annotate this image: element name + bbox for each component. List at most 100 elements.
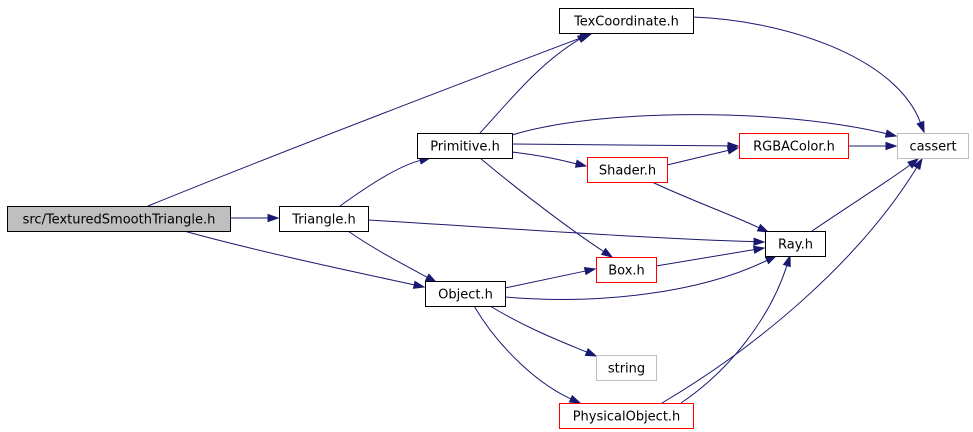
node-cassert: cassert: [897, 133, 969, 159]
edge-object-to-ray: [504, 255, 778, 300]
edge-line: [479, 38, 580, 134]
arrowhead-icon: [907, 158, 920, 169]
edge-line: [511, 143, 729, 147]
edge-triangle-to-ray: [367, 219, 766, 246]
node-object[interactable]: Object.h: [425, 281, 506, 307]
edge-object-to-physobj: [473, 305, 582, 404]
node-box: [559, 403, 694, 429]
node-label: TexCoordinate.h: [573, 15, 679, 30]
node-label: PhysicalObject.h: [573, 410, 681, 425]
arrowhead-icon: [412, 280, 426, 289]
edge-line: [651, 181, 760, 229]
edge-line: [655, 249, 755, 267]
node-label: Box.h: [608, 264, 645, 279]
edges-layer: [147, 16, 925, 404]
edge-object-to-box: [504, 267, 597, 289]
edge-ray-to-cassert: [811, 158, 920, 232]
edge-primitive-to-texcoord: [479, 33, 590, 134]
edge-object-to-string: [489, 305, 598, 357]
edge-primitive-to-cassert: [511, 114, 898, 138]
node-box: [596, 355, 657, 381]
arrowhead-icon: [884, 129, 898, 138]
edge-rgbacolor-to-cassert: [848, 141, 898, 151]
edge-line: [473, 305, 572, 400]
node-label: RGBAColor.h: [753, 140, 835, 155]
node-box: [587, 157, 668, 183]
edge-shader-to-rgbacolor: [666, 146, 740, 166]
node-box: [897, 133, 969, 159]
node-texcoord[interactable]: TexCoordinate.h: [559, 8, 694, 34]
edge-root-to-object: [183, 230, 426, 289]
node-label: string: [608, 362, 645, 377]
edge-root-to-triangle: [230, 213, 280, 223]
edge-line: [347, 230, 428, 278]
node-label: Object.h: [438, 288, 493, 303]
edge-line: [511, 114, 887, 136]
arrowhead-icon: [885, 141, 898, 151]
arrowhead-icon: [424, 273, 438, 283]
node-string: string: [596, 355, 657, 381]
edge-line: [339, 159, 421, 207]
node-label: Shader.h: [599, 164, 656, 179]
arrowhead-icon: [584, 348, 598, 357]
edge-box-to-ray: [655, 245, 766, 267]
node-box: [417, 133, 513, 159]
arrowhead-icon: [583, 267, 597, 276]
node-box: [425, 281, 506, 307]
edge-line: [504, 270, 586, 289]
edge-line: [489, 305, 587, 353]
arrowhead-icon: [267, 213, 280, 223]
arrowhead-icon: [576, 33, 590, 44]
edge-texcoord-to-cassert: [692, 16, 925, 134]
node-box[interactable]: Box.h: [596, 257, 657, 283]
node-box: [765, 231, 826, 257]
edge-line: [367, 219, 755, 243]
node-label: Triangle.h: [291, 213, 355, 228]
edge-line: [680, 265, 788, 404]
edge-line: [147, 37, 582, 207]
arrowhead-icon: [764, 255, 778, 265]
edge-triangle-to-primitive: [339, 156, 432, 207]
edge-physobj-to-cassert: [661, 157, 923, 404]
arrowhead-icon: [600, 247, 614, 258]
edge-primitive-to-box: [479, 157, 614, 258]
edge-line: [811, 164, 911, 232]
arrowhead-icon: [753, 237, 766, 246]
node-box: [279, 206, 369, 232]
node-triangle[interactable]: Triangle.h: [279, 206, 369, 232]
edge-primitive-to-rgbacolor: [511, 141, 740, 151]
node-box: [596, 257, 657, 283]
node-box: [7, 206, 231, 232]
edge-physobj-to-ray: [680, 254, 791, 404]
edge-primitive-to-shader: [511, 151, 588, 168]
node-label: Primitive.h: [430, 140, 500, 155]
node-label: cassert: [909, 140, 956, 155]
node-label: Ray.h: [778, 238, 813, 253]
arrowhead-icon: [782, 254, 791, 268]
edge-line: [692, 16, 921, 123]
edge-line: [479, 157, 604, 252]
arrowhead-icon: [568, 394, 582, 404]
node-shader[interactable]: Shader.h: [587, 157, 668, 183]
node-box: [739, 133, 849, 159]
edge-line: [666, 149, 729, 166]
arrowhead-icon: [574, 159, 588, 168]
arrowhead-icon: [756, 223, 770, 233]
edge-line: [504, 259, 768, 300]
node-label: src/TexturedSmoothTriangle.h: [23, 213, 216, 228]
node-ray[interactable]: Ray.h: [765, 231, 826, 257]
node-primitive[interactable]: Primitive.h: [417, 133, 513, 159]
arrowhead-icon: [752, 245, 766, 254]
node-rgbacolor[interactable]: RGBAColor.h: [739, 133, 849, 159]
nodes-layer: src/TexturedSmoothTriangle.h Triangle.h Te…: [7, 8, 969, 429]
node-root[interactable]: src/TexturedSmoothTriangle.h: [7, 206, 231, 232]
node-physobj[interactable]: PhysicalObject.h: [559, 403, 694, 429]
arrowhead-icon: [912, 157, 923, 171]
node-box: [559, 8, 694, 34]
edge-line: [511, 151, 577, 165]
edge-root-to-texcoord: [147, 33, 593, 207]
edge-line: [183, 230, 415, 286]
arrowhead-icon: [916, 120, 925, 134]
arrowhead-icon: [726, 146, 740, 155]
